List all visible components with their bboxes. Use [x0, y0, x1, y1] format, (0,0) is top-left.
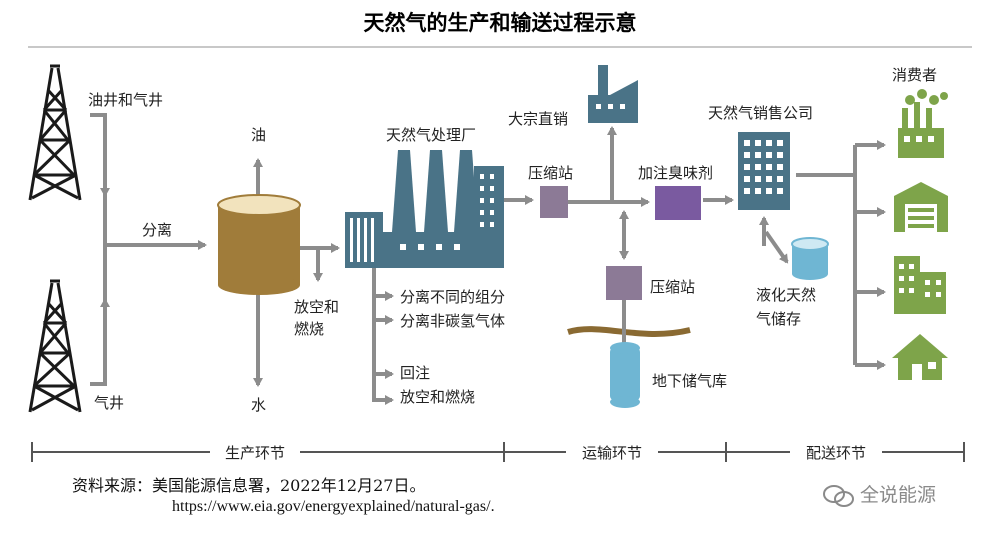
oil-well-icon	[28, 64, 82, 201]
label-odorant: 加注臭味剂	[638, 164, 713, 182]
label-vent-flare-2: 燃烧	[294, 320, 324, 338]
label-compressor-2: 压缩站	[650, 278, 695, 296]
wechat-icon	[822, 484, 856, 508]
ground-line	[567, 326, 691, 337]
source-line-2: https://www.eia.gov/energyexplained/natu…	[172, 498, 495, 515]
label-underground-storage: 地下储气库	[652, 372, 727, 390]
segment-production: 生产环节	[225, 444, 285, 462]
consumer-factory-icon	[898, 89, 948, 158]
label-reinject-1: 回注	[400, 364, 430, 382]
consumer-house-icon	[892, 334, 948, 380]
label-processing-plant: 天然气处理厂	[386, 126, 476, 144]
gas-well-icon	[28, 279, 82, 413]
label-lng-storage-1: 液化天然	[756, 286, 816, 304]
label-lng-storage-2: 气储存	[756, 310, 801, 328]
watermark-text: 全说能源	[860, 484, 937, 506]
distribution-building-icon	[738, 132, 790, 210]
processing-plant-icon	[345, 150, 504, 268]
segment-transport: 运输环节	[582, 444, 642, 462]
label-separation: 分离	[142, 221, 172, 239]
underground-storage-icon	[610, 342, 640, 408]
label-gas-well: 气井	[94, 394, 124, 412]
compressor-station-2	[606, 266, 642, 300]
label-reinject-2: 放空和燃烧	[400, 388, 475, 406]
label-water: 水	[251, 396, 266, 414]
consumer-office-icon	[894, 256, 946, 314]
segment-bar	[31, 442, 965, 462]
odorant-station	[655, 186, 701, 220]
compressor-station-1	[540, 186, 568, 218]
label-proc-output-2: 分离非碳氢气体	[400, 312, 505, 330]
source-line-1: 资料来源：美国能源信息署，2022年12月27日。	[72, 476, 426, 495]
label-oil-gas-well: 油井和气井	[88, 91, 163, 109]
separator-tank-icon	[217, 194, 301, 295]
label-distribution-company: 天然气销售公司	[708, 104, 813, 122]
consumer-warehouse-icon	[894, 182, 948, 232]
label-oil: 油	[251, 126, 266, 144]
label-consumers: 消费者	[892, 66, 937, 84]
watermark: 全说能源	[822, 480, 936, 508]
label-bulk-sales: 大宗直销	[508, 110, 568, 128]
lng-storage-tank-icon	[791, 237, 829, 280]
page-title: 天然气的生产和输送过程示意	[364, 11, 637, 35]
bulk-sales-factory-icon	[588, 65, 638, 123]
flow-arrows	[90, 113, 886, 405]
label-vent-flare-1: 放空和	[294, 298, 339, 316]
label-proc-output-1: 分离不同的组分	[400, 288, 505, 306]
label-compressor-1: 压缩站	[528, 164, 573, 182]
segment-distribution: 配送环节	[806, 444, 866, 462]
